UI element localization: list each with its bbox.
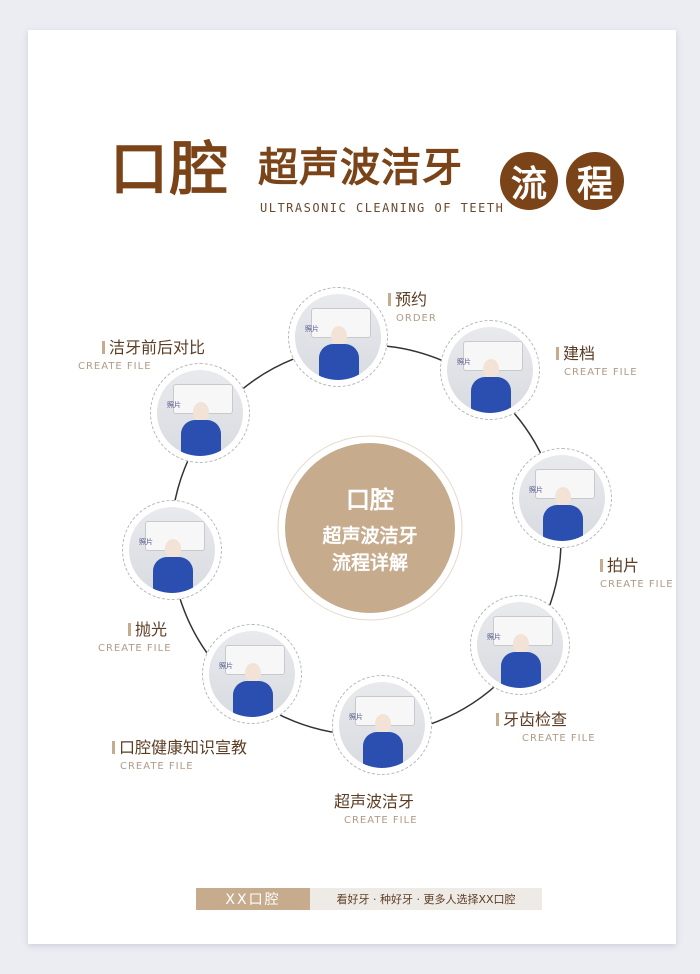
footer-slogan: 看好牙 · 种好牙 · 更多人选择XX口腔 bbox=[310, 888, 542, 910]
title-badge-2: 程 bbox=[566, 152, 624, 210]
center-subtitle-2: 流程详解 bbox=[331, 551, 408, 574]
step-label-exam: 牙齿检查 CREATE FILE bbox=[496, 706, 596, 744]
title-sub: 超声波洁牙 bbox=[258, 145, 463, 191]
step-photo-order: 照片 bbox=[288, 287, 388, 387]
step-photo-polish: 照片 bbox=[122, 500, 222, 600]
step-label-file: 建档 CREATE FILE bbox=[556, 340, 638, 378]
treatment-photo: 照片 bbox=[157, 370, 243, 456]
step-photo-education: 照片 bbox=[202, 624, 302, 724]
center-title: 口腔 bbox=[346, 484, 394, 514]
treatment-photo: 照片 bbox=[477, 602, 563, 688]
treatment-photo: 照片 bbox=[209, 631, 295, 717]
treatment-photo: 照片 bbox=[339, 682, 425, 768]
step-label-xray: 拍片 CREATE FILE bbox=[600, 552, 674, 590]
step-label-order: 预约 ORDER bbox=[388, 286, 437, 324]
step-label-polish: 抛光 CREATE FILE bbox=[98, 616, 172, 654]
center-circle: 口腔 超声波洁牙 流程详解 bbox=[285, 443, 455, 613]
title-main: 口腔 bbox=[110, 135, 231, 203]
step-photo-exam: 照片 bbox=[470, 595, 570, 695]
step-label-education: 口腔健康知识宣教 CREATE FILE bbox=[112, 734, 247, 772]
step-photo-compare: 照片 bbox=[150, 363, 250, 463]
step-photo-xray: 照片 bbox=[512, 448, 612, 548]
step-photo-file: 照片 bbox=[440, 320, 540, 420]
treatment-photo: 照片 bbox=[447, 327, 533, 413]
treatment-photo: 照片 bbox=[129, 507, 215, 593]
center-subtitle: 超声波洁牙 bbox=[322, 524, 418, 547]
title-english: ULTRASONIC CLEANING OF TEETH bbox=[260, 201, 505, 215]
treatment-photo: 照片 bbox=[295, 294, 381, 380]
center-halo bbox=[277, 435, 463, 621]
step-photo-cleaning: 照片 bbox=[332, 675, 432, 775]
step-label-cleaning: 超声波洁牙 CREATE FILE bbox=[334, 792, 418, 826]
footer-brand: XX口腔 bbox=[196, 888, 310, 910]
step-label-compare: 洁牙前后对比 CREATE FILE bbox=[78, 334, 205, 372]
treatment-photo: 照片 bbox=[519, 455, 605, 541]
title-badge-1: 流 bbox=[500, 152, 558, 210]
